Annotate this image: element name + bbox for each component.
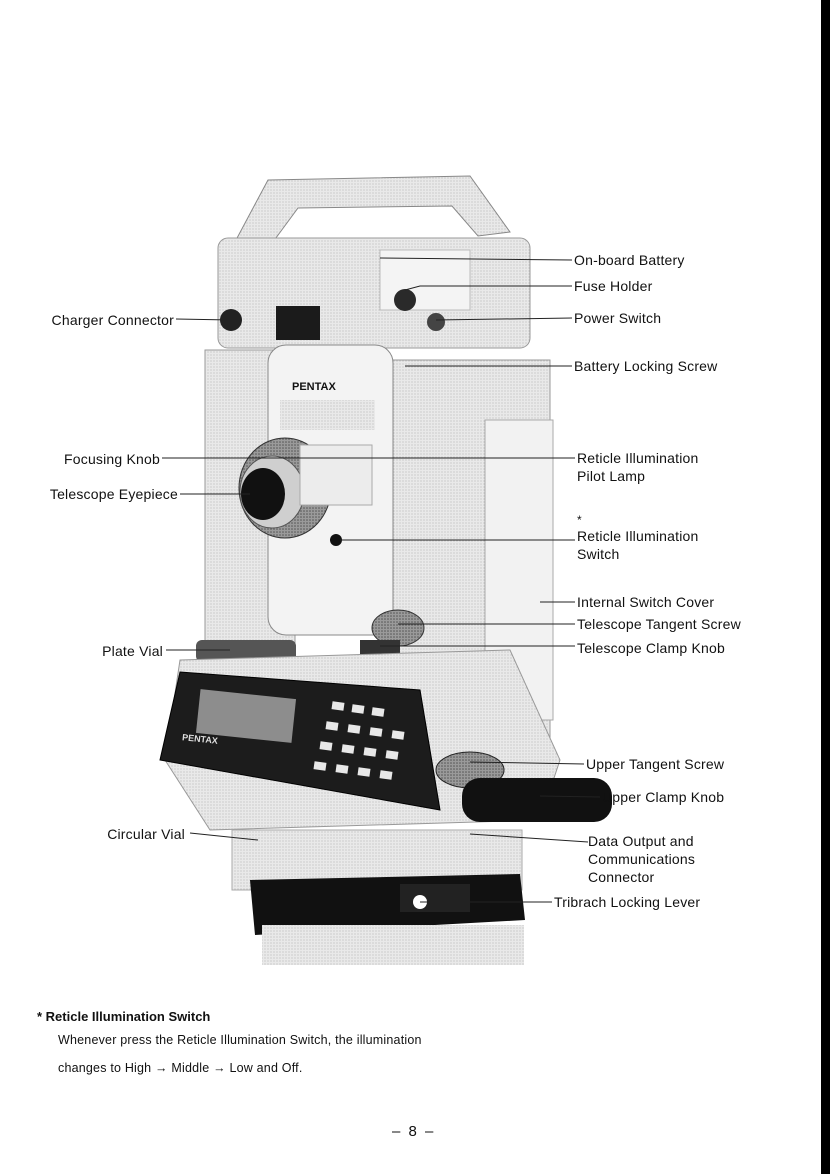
label-data-output-connector: Data Output and Communications Connector (588, 832, 695, 886)
total-station-illustration: PENTAX PENTAX (159, 175, 612, 965)
leader-lines (162, 257, 601, 903)
label-internal-switch-cover: Internal Switch Cover (577, 594, 715, 610)
upper-clamp-knob (462, 778, 612, 822)
leader-circular-vial (189, 832, 259, 841)
label-reticle-switch-line2: Switch (577, 546, 620, 562)
leader-power-switch (435, 317, 573, 321)
label-reticle-pilot-line2: Pilot Lamp (577, 468, 646, 484)
page-edge-bar (821, 0, 830, 1174)
label-telescope-clamp-knob: Telescope Clamp Knob (577, 640, 725, 656)
leader-upper-clamp-knob (539, 795, 601, 798)
label-reticle-illumination-switch: * Reticle Illumination Switch (577, 513, 699, 563)
page-number: – 8 – (392, 1123, 436, 1140)
body-logo: PENTAX (292, 381, 336, 393)
label-focusing-knob: Focusing Knob (64, 451, 160, 467)
plate-vial (196, 640, 296, 662)
note-heading: * Reticle Illumination Switch (37, 1009, 211, 1024)
label-tribrach-locking-lever: Tribrach Locking Lever (554, 894, 701, 910)
reticle-switch-asterisk: * (577, 513, 582, 527)
leader-charger-connector (175, 318, 232, 321)
label-fuse-holder: Fuse Holder (574, 278, 653, 294)
label-plate-vial: Plate Vial (102, 643, 163, 659)
label-battery-locking-screw: Battery Locking Screw (574, 358, 718, 374)
label-reticle-switch-line1: Reticle Illumination (577, 528, 699, 544)
panel-logo: PENTAX (182, 732, 219, 746)
carry-handle (235, 175, 511, 247)
leader-fuse-holder (404, 285, 572, 291)
label-upper-clamp-knob: Upper Clamp Knob (602, 789, 725, 805)
label-telescope-eyepiece: Telescope Eyepiece (49, 486, 178, 502)
label-data-output-line1: Data Output and (588, 833, 694, 849)
note-line-1: Whenever press the Reticle Illumination … (58, 1033, 422, 1047)
fuse-holder-knob (394, 289, 416, 311)
label-power-switch: Power Switch (574, 310, 662, 326)
telescope-eyepiece (241, 468, 285, 520)
label-circular-vial: Circular Vial (107, 826, 185, 842)
note-line-2: changes to High → Middle → Low and Off. (58, 1061, 303, 1075)
label-reticle-illumination-pilot-lamp: Reticle Illumination Pilot Lamp (577, 449, 699, 485)
label-data-output-line2: Communications (588, 851, 696, 867)
label-charger-connector: Charger Connector (51, 312, 174, 328)
leader-upper-tangent-screw (469, 761, 585, 765)
leader-on-board-battery (379, 257, 573, 261)
label-on-board-battery: On-board Battery (574, 252, 685, 268)
reticle-illumination-switch (330, 534, 342, 546)
label-reticle-pilot-line1: Reticle Illumination (577, 450, 699, 466)
label-upper-tangent-screw: Upper Tangent Screw (586, 756, 725, 772)
label-data-output-line3: Connector (588, 869, 655, 885)
leader-data-output (469, 833, 589, 843)
power-switch-knob (427, 313, 445, 331)
label-telescope-tangent-screw: Telescope Tangent Screw (577, 616, 741, 632)
